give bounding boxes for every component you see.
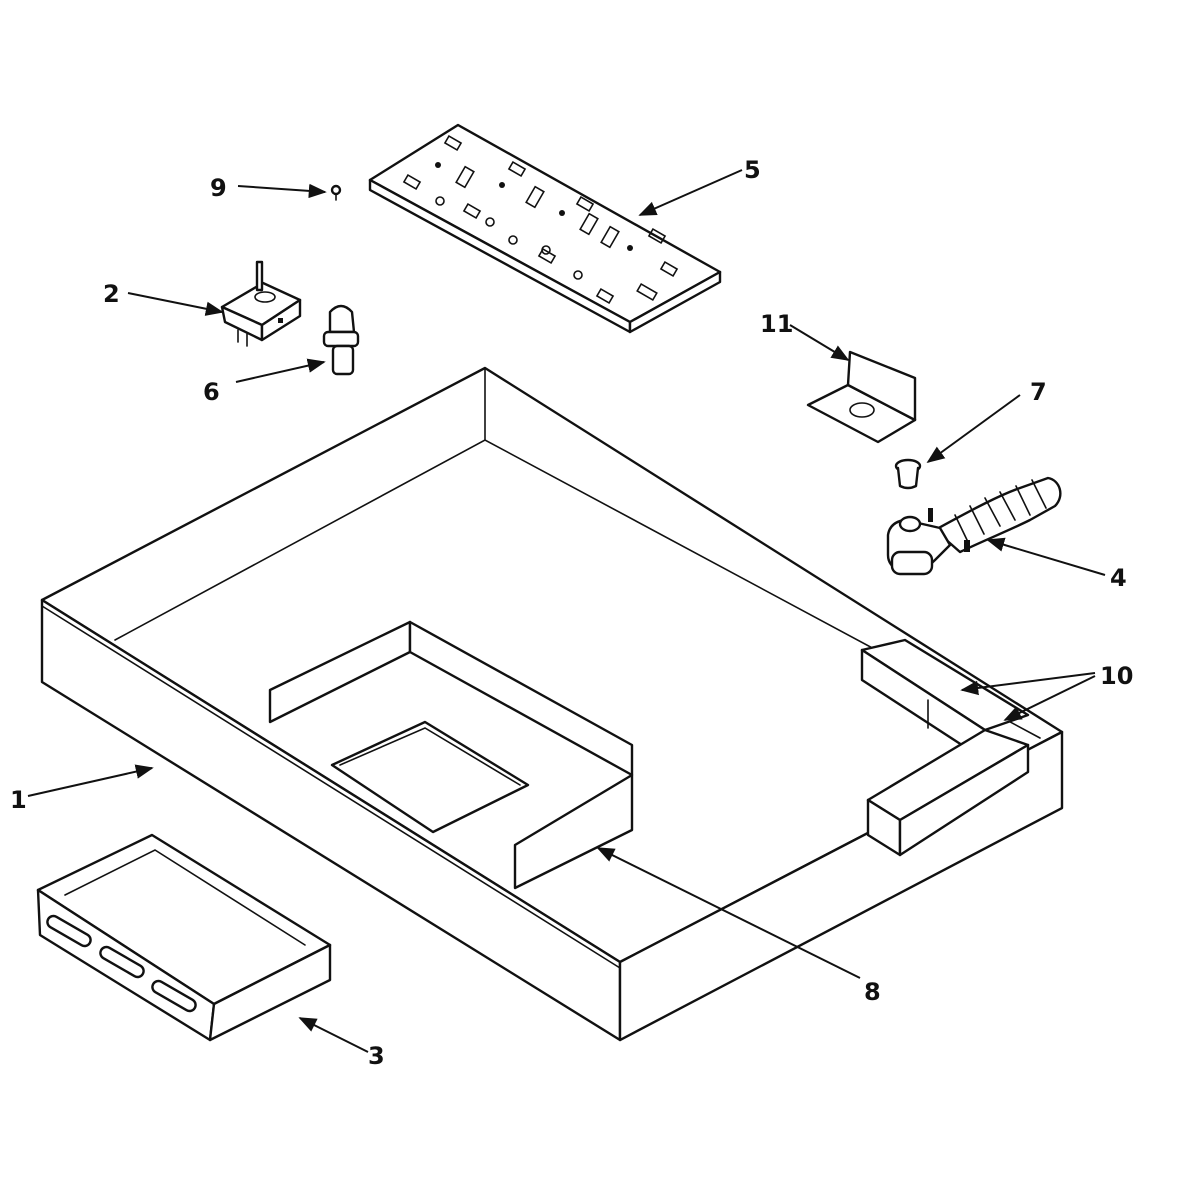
callout-6: 6	[203, 378, 220, 406]
leader-11	[789, 324, 850, 361]
callout-2: 2	[103, 280, 120, 308]
callout-3: 3	[368, 1042, 385, 1070]
switch	[220, 260, 302, 347]
control-panel	[368, 123, 722, 334]
callout-11: 11	[760, 310, 793, 338]
leader-3	[298, 1017, 369, 1053]
leader-9	[237, 183, 327, 199]
knob	[322, 304, 360, 376]
valve-hose	[886, 476, 1062, 576]
leader-2	[127, 292, 224, 316]
drip-drawer	[36, 833, 332, 1042]
screw	[330, 184, 342, 201]
leader-1	[27, 764, 154, 797]
center-baffle	[268, 620, 634, 890]
callout-labels: 1 2 3 4 5 6 7 8 9 10 11	[10, 156, 1133, 1070]
callout-7: 7	[1030, 378, 1047, 406]
leader-10a	[960, 672, 1096, 696]
leader-5	[638, 169, 743, 216]
leader-6	[235, 358, 326, 383]
leader-10b	[1003, 675, 1096, 721]
leader-4	[986, 537, 1106, 576]
callout-4: 4	[1110, 564, 1127, 592]
leader-8	[596, 847, 861, 979]
callout-10: 10	[1100, 662, 1133, 690]
corner-brackets	[860, 638, 1030, 857]
mounting-bracket	[806, 350, 917, 444]
callout-8: 8	[864, 978, 881, 1006]
callout-1: 1	[10, 786, 27, 814]
leader-7	[926, 394, 1021, 464]
grommet	[894, 458, 922, 490]
callout-9: 9	[210, 174, 227, 202]
leader-lines	[27, 169, 1106, 1053]
callout-5: 5	[744, 156, 761, 184]
